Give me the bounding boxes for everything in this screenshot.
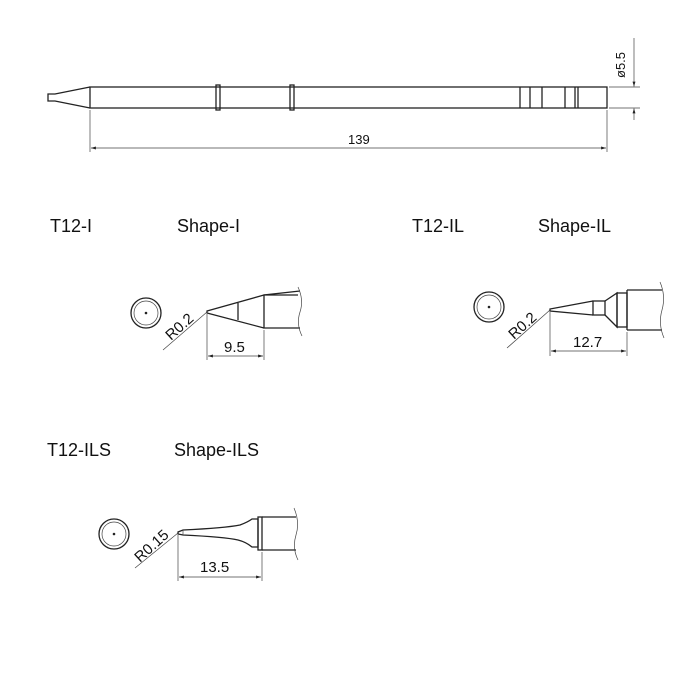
model-label: T12-I — [50, 216, 92, 236]
model-label: T12-ILS — [47, 440, 111, 460]
diameter-label: ø5.5 — [613, 52, 628, 78]
shape-label: Shape-IL — [538, 216, 611, 236]
length-label: 139 — [348, 132, 370, 147]
radius-label: R0.2 — [505, 309, 540, 343]
length-label: 13.5 — [200, 559, 229, 576]
radius-label: R0.15 — [131, 527, 172, 566]
shape-i-drawing: R0.2 9.5 — [130, 286, 303, 360]
diameter-dimension: ø5.5 — [609, 38, 640, 120]
overall-tip-side-view — [47, 84, 608, 111]
length-dimension: 139 — [89, 110, 608, 152]
length-label: 9.5 — [224, 339, 245, 356]
shape-label: Shape-I — [177, 216, 240, 236]
shape-ils-drawing: R0.15 13.5 — [98, 507, 299, 581]
model-label: T12-IL — [412, 216, 464, 236]
length-label: 12.7 — [573, 334, 602, 351]
radius-label: R0.2 — [162, 310, 197, 344]
shape-label: Shape-ILS — [174, 440, 259, 460]
shape-il-drawing: R0.2 12.7 — [473, 281, 665, 356]
